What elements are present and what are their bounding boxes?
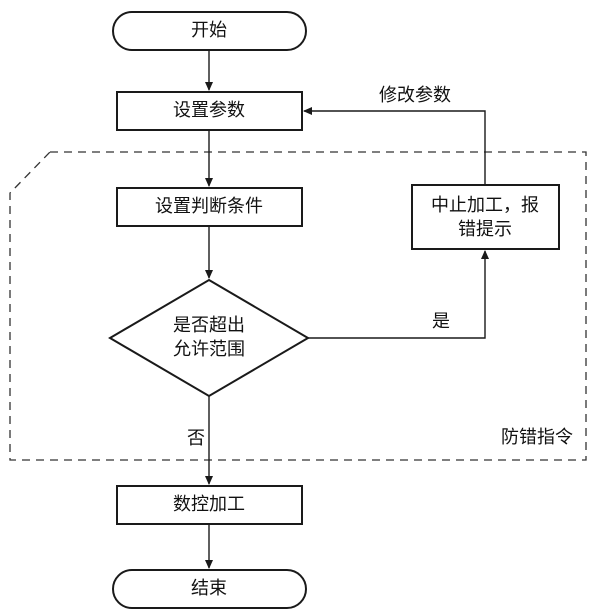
arrow-yes-to-stop [308, 250, 489, 339]
set-conditions-label: 设置判断条件 [155, 196, 263, 217]
end-label: 结束 [191, 578, 227, 599]
decision-label-line2: 允许范围 [173, 339, 245, 360]
stop-label-line2: 错提示 [458, 219, 512, 240]
decision-label-line1: 是否超出 [173, 315, 245, 336]
cnc-label: 数控加工 [173, 494, 245, 515]
start-label: 开始 [191, 20, 227, 41]
decision-diamond [108, 278, 310, 398]
stop-error-box [411, 184, 560, 250]
arrow-modify-to-params [303, 107, 486, 185]
modify-label: 修改参数 [379, 85, 451, 106]
region-label: 防错指令 [501, 427, 573, 448]
no-label: 否 [187, 428, 205, 449]
end-terminal [112, 569, 307, 609]
stop-label-line1: 中止加工，报 [431, 195, 539, 216]
yes-label: 是 [432, 311, 450, 332]
error-proofing-region [9, 151, 587, 461]
set-params-box [116, 91, 303, 131]
set-params-label: 设置参数 [173, 100, 245, 121]
